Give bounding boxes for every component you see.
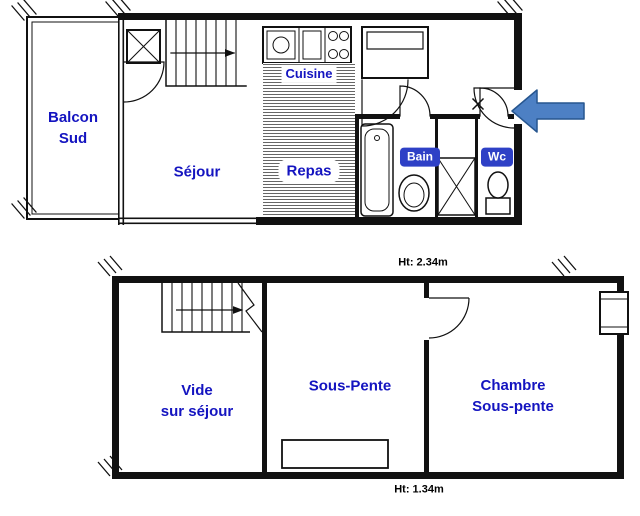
- entrance-arrow-icon: [511, 89, 585, 133]
- upper-floor-plan: [11, 0, 585, 225]
- room-label-balcon: Balcon Sud: [47, 109, 99, 147]
- height-note-upper: Ht: 2.34m: [398, 256, 448, 269]
- bathtub: [360, 123, 394, 217]
- room-label-wc: Wc: [481, 147, 513, 167]
- toilet: [485, 171, 511, 215]
- lower-walls: [112, 276, 624, 479]
- room-label-repas: Repas: [278, 159, 340, 183]
- stairs-upper: [165, 19, 247, 87]
- room-label-sejour: Séjour: [173, 163, 221, 181]
- room-label-vide: Vide sur séjour: [160, 382, 234, 420]
- room-label-cuisine: Cuisine: [281, 64, 337, 84]
- duct-shaft: [437, 157, 476, 216]
- stairs-lower: [161, 282, 263, 333]
- balcony-outline: [26, 16, 119, 220]
- wardrobe: [361, 26, 429, 79]
- door-arc-lower: [428, 297, 470, 339]
- wall-break-ticks: [11, 0, 523, 219]
- room-label-chambre: Chambre Sous-pente: [472, 377, 554, 415]
- kitchen-counter: [262, 26, 352, 64]
- room-label-bain: Bain: [399, 147, 441, 167]
- height-note-lower: Ht: 1.34m: [394, 483, 444, 496]
- dining-floor-hatch: [263, 63, 355, 217]
- upper-walls: [118, 13, 522, 225]
- duct-shaft-topleft: [126, 29, 161, 64]
- washbasin: [398, 174, 430, 212]
- room-label-souspente: Sous-Pente: [308, 377, 392, 395]
- door-arcs-upper: [123, 61, 515, 129]
- low-wall: [281, 439, 389, 469]
- lower-floor-plan: [97, 255, 629, 479]
- entrance-cross-mark: [471, 97, 485, 111]
- window-bay: [599, 291, 629, 335]
